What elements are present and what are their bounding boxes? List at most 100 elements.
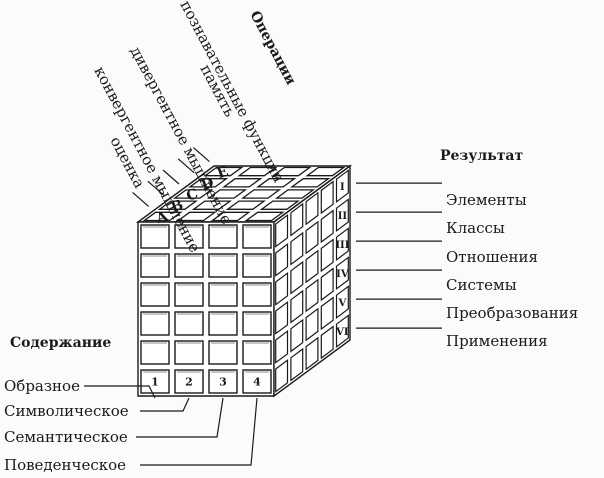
top-cell xyxy=(259,200,300,210)
front-cell xyxy=(140,253,170,278)
front-cell xyxy=(242,340,272,365)
result-mark: II xyxy=(338,211,348,222)
operation-mark: B xyxy=(169,197,186,216)
front-cell xyxy=(140,224,170,249)
side-cell xyxy=(335,198,349,232)
top-cell xyxy=(176,211,217,222)
content-mark: 4 xyxy=(253,376,261,389)
operation-mark: C xyxy=(184,186,200,205)
top-cell xyxy=(237,166,278,177)
side-cell xyxy=(275,214,289,248)
top-cell xyxy=(172,189,214,199)
side-cell xyxy=(275,301,289,335)
cube-top-face xyxy=(135,165,353,223)
content-mark: 3 xyxy=(219,376,227,389)
front-cell xyxy=(174,311,204,336)
front-cell xyxy=(140,369,170,394)
side-cell xyxy=(305,278,319,313)
leader-lines xyxy=(84,147,442,466)
top-cell xyxy=(274,189,316,199)
cube-right-face xyxy=(273,164,351,398)
result-mark: IV xyxy=(336,269,349,280)
front-cell xyxy=(208,311,238,336)
operation-leader xyxy=(193,147,210,163)
front-cell xyxy=(242,369,272,394)
side-cell xyxy=(305,220,319,255)
side-cell xyxy=(335,227,349,261)
side-cell xyxy=(290,318,304,353)
side-cell xyxy=(305,191,319,226)
operation-mark: E xyxy=(215,164,231,183)
front-cell xyxy=(174,224,204,249)
operation-leader xyxy=(177,158,195,174)
side-cell xyxy=(335,285,349,319)
top-cell xyxy=(240,189,282,199)
side-cell xyxy=(320,325,334,360)
top-cell xyxy=(271,166,312,177)
top-cell xyxy=(222,178,263,188)
result-mark: VI xyxy=(335,327,349,338)
result-mark: III xyxy=(335,240,349,251)
side-cell xyxy=(335,256,349,290)
side-cell xyxy=(275,243,289,277)
front-cell xyxy=(208,224,238,249)
content-leader xyxy=(140,397,258,466)
content-leader xyxy=(84,385,156,399)
side-cell xyxy=(290,260,304,295)
side-cell xyxy=(320,296,334,331)
side-cell xyxy=(320,238,334,273)
side-cell xyxy=(305,336,319,371)
operation-leader xyxy=(162,169,180,185)
front-cell xyxy=(174,282,204,307)
side-cell xyxy=(290,289,304,324)
front-cell xyxy=(140,282,170,307)
side-cell xyxy=(290,347,304,382)
side-cell xyxy=(305,307,319,342)
content-mark: 1 xyxy=(151,376,159,389)
side-cell xyxy=(320,267,334,302)
top-cell xyxy=(244,211,285,222)
side-cell xyxy=(335,169,349,203)
top-cell xyxy=(191,200,232,210)
result-mark: I xyxy=(340,182,345,193)
content-leader xyxy=(140,397,190,412)
operation-leader xyxy=(147,180,165,196)
cube-front-face xyxy=(137,221,275,397)
side-cell xyxy=(275,272,289,306)
front-cell xyxy=(140,311,170,336)
side-cell xyxy=(290,202,304,237)
front-cell xyxy=(242,311,272,336)
side-cell xyxy=(275,330,289,364)
side-cell xyxy=(320,180,334,215)
front-cell xyxy=(242,282,272,307)
front-cell xyxy=(208,340,238,365)
front-cell xyxy=(174,340,204,365)
side-cell xyxy=(320,209,334,244)
side-cell xyxy=(275,359,289,393)
side-cell xyxy=(335,314,349,348)
side-cell xyxy=(305,249,319,284)
top-cell xyxy=(225,200,266,210)
top-cell xyxy=(210,211,251,222)
front-cell xyxy=(208,253,238,278)
top-cell xyxy=(305,166,346,177)
front-cell xyxy=(242,224,272,249)
top-cell xyxy=(290,178,331,188)
side-cell xyxy=(290,231,304,266)
top-cell xyxy=(188,178,229,188)
content-mark: 2 xyxy=(185,376,193,389)
top-cell xyxy=(157,200,198,210)
top-cell xyxy=(203,166,244,177)
result-mark: V xyxy=(338,298,347,309)
front-cell xyxy=(174,253,204,278)
top-cell xyxy=(142,211,183,222)
front-cell xyxy=(174,369,204,394)
operation-leader xyxy=(132,191,149,207)
operation-mark: D xyxy=(199,174,216,193)
front-cell xyxy=(208,369,238,394)
front-cell xyxy=(208,282,238,307)
front-cell xyxy=(242,253,272,278)
